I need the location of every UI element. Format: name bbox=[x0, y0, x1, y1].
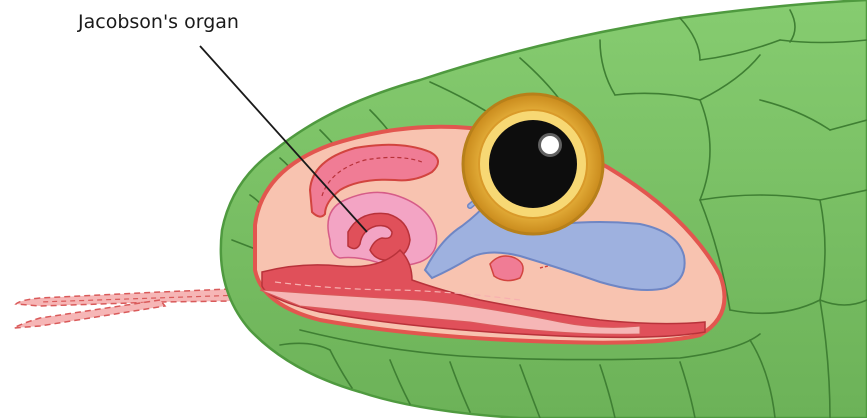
snake-eye bbox=[463, 94, 603, 234]
jacobsons-organ-label: Jacobson's organ bbox=[77, 11, 239, 33]
